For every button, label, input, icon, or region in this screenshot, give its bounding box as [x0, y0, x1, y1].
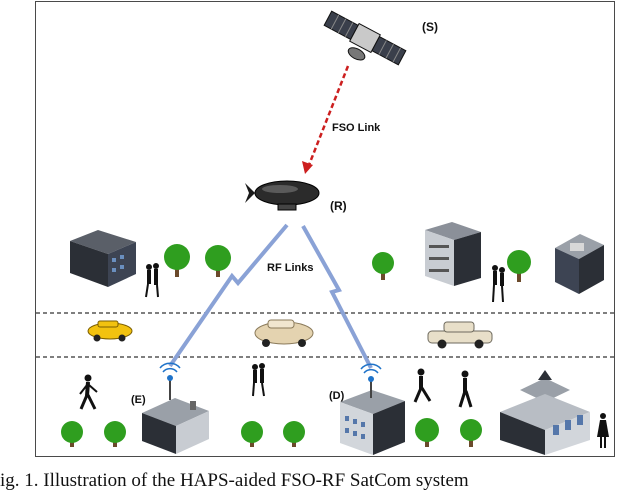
destination-building-icon	[340, 390, 405, 455]
relay-label: (R)	[330, 199, 347, 213]
building-icon	[425, 222, 481, 286]
person-icon	[597, 413, 609, 448]
rf-link-right	[301, 225, 373, 369]
haps-diagram: (S) FSO Link (R) RF Links	[36, 10, 614, 455]
tree-icon	[61, 421, 83, 447]
source-e-label: (E)	[131, 394, 146, 406]
building-icon	[555, 234, 604, 294]
fso-link-line	[307, 65, 350, 166]
tree-icon	[283, 421, 305, 447]
airship-icon	[245, 180, 320, 211]
building-icon	[70, 230, 136, 287]
person-icon	[79, 374, 98, 410]
tree-icon	[104, 421, 126, 447]
antenna-icon	[360, 363, 382, 398]
fso-arrow-head	[302, 161, 313, 174]
tree-icon	[507, 250, 531, 282]
source-building-icon	[142, 398, 209, 454]
diagram-frame	[35, 1, 615, 457]
car-icon	[427, 321, 493, 349]
rf-links-label: RF Links	[267, 262, 313, 274]
person-icon	[458, 370, 473, 408]
tree-icon	[241, 421, 263, 447]
tree-icon	[164, 244, 190, 277]
tree-icon	[205, 245, 231, 277]
destination-d-label: (D)	[329, 390, 345, 402]
person-icon	[413, 368, 432, 403]
fso-link-label: FSO Link	[332, 122, 381, 134]
car-icon	[254, 319, 314, 347]
figure-caption: ig. 1. Illustration of the HAPS-aided FS…	[0, 470, 469, 491]
person-icon	[145, 263, 159, 298]
tree-icon	[372, 252, 394, 280]
satellite-icon	[323, 10, 407, 66]
tree-icon	[460, 419, 482, 447]
person-icon	[252, 363, 265, 397]
building-icon	[500, 370, 590, 455]
tree-icon	[415, 418, 439, 447]
antenna-icon	[159, 362, 181, 400]
rf-link-left	[168, 223, 289, 368]
person-icon	[492, 265, 505, 303]
taxi-icon	[87, 320, 133, 342]
satellite-label: (S)	[422, 20, 438, 34]
